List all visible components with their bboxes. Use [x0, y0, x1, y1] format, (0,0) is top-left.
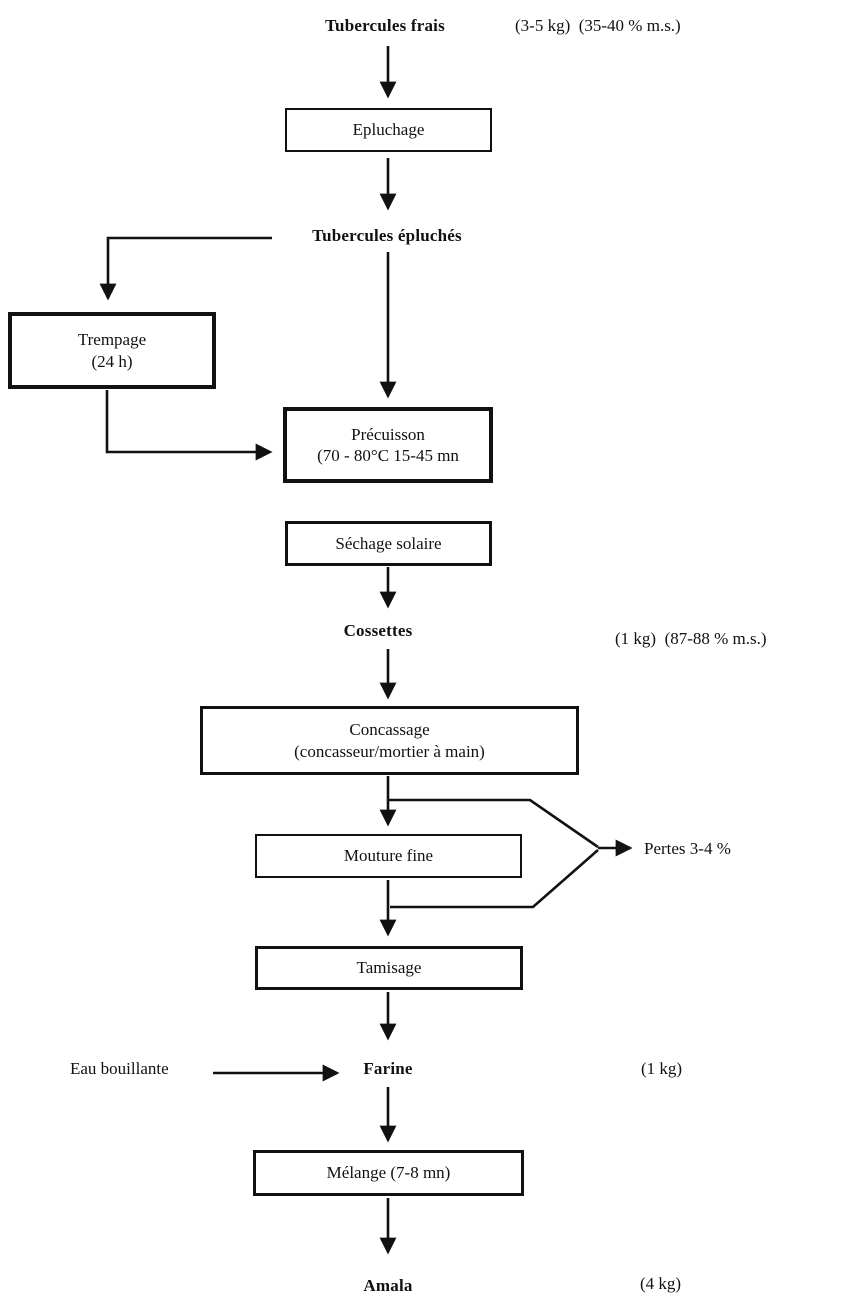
process-label-sechage-solaire: Séchage solaire [335, 533, 442, 553]
input-label-eau-bouillante: Eau bouillante [70, 1059, 169, 1078]
annotation-cossettes: (1 kg) (87-88 % m.s.) [615, 629, 767, 648]
process-label-epluchage: Epluchage [352, 120, 425, 140]
process-box-sechage-solaire: Séchage solaire [285, 521, 492, 566]
process-label-melange: Mélange (7-8 mn) [326, 1163, 451, 1183]
process-box-trempage: Trempage (24 h) [8, 312, 216, 389]
annotation-farine: (1 kg) [641, 1059, 683, 1078]
process-box-concassage: Concassage (concasseur/mortier à main) [200, 706, 579, 775]
node-label-farine: Farine [363, 1059, 413, 1078]
node-label-amala: Amala [363, 1276, 413, 1295]
node-label-tubercules-epluches: Tubercules épluchés [312, 226, 462, 245]
process-detail-concassage: (concasseur/mortier à main) [294, 741, 485, 761]
process-box-tamisage: Tamisage [255, 946, 523, 990]
node-label-tubercules-frais: Tubercules frais [325, 16, 445, 35]
process-label-trempage: Trempage [77, 330, 147, 350]
process-detail-trempage: (24 h) [91, 351, 133, 371]
process-label-concassage: Concassage [349, 720, 430, 740]
process-label-precuisson: Précuisson [351, 424, 425, 444]
process-box-precuisson: Précuisson (70 - 80°C 15-45 mn [283, 407, 493, 483]
annotation-amala: (4 kg) [640, 1274, 682, 1293]
node-label-cossettes: Cossettes [343, 621, 413, 640]
annotation-tubercules-frais: (3-5 kg) (35-40 % m.s.) [515, 16, 681, 35]
process-box-mouture-fine: Mouture fine [255, 834, 522, 878]
process-detail-precuisson: (70 - 80°C 15-45 mn [317, 446, 459, 465]
process-label-mouture-fine: Mouture fine [343, 846, 434, 866]
process-label-tamisage: Tamisage [356, 958, 422, 978]
process-box-epluchage: Epluchage [285, 108, 492, 152]
process-box-melange: Mélange (7-8 mn) [253, 1150, 524, 1196]
annotation-pertes: Pertes 3-4 % [644, 839, 731, 858]
